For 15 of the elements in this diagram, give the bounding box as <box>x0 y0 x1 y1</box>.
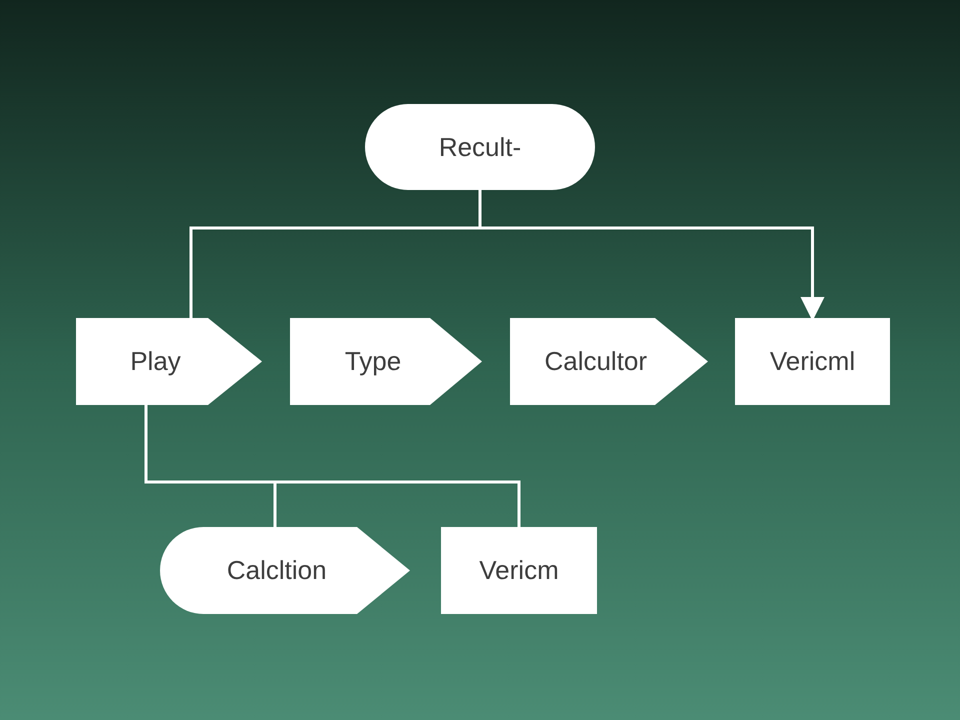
process-box <box>441 527 597 614</box>
rounded-pentagon-box <box>160 527 410 614</box>
node-label: Vericm <box>479 554 559 587</box>
node-label: Recult- <box>438 130 522 164</box>
arrow <box>478 190 824 321</box>
pentagon-arrow-box <box>510 318 708 405</box>
terminal-pill <box>365 104 595 190</box>
process-box <box>735 318 890 405</box>
node-label: Calcultor <box>544 345 648 378</box>
pentagon-arrow-box <box>290 318 482 405</box>
node-label: Type <box>344 345 402 378</box>
pentagon-arrow-box <box>76 318 262 405</box>
node-label: Vericml <box>770 345 856 378</box>
node-label: Calcltion <box>226 554 327 587</box>
node-label: Play <box>130 345 181 378</box>
